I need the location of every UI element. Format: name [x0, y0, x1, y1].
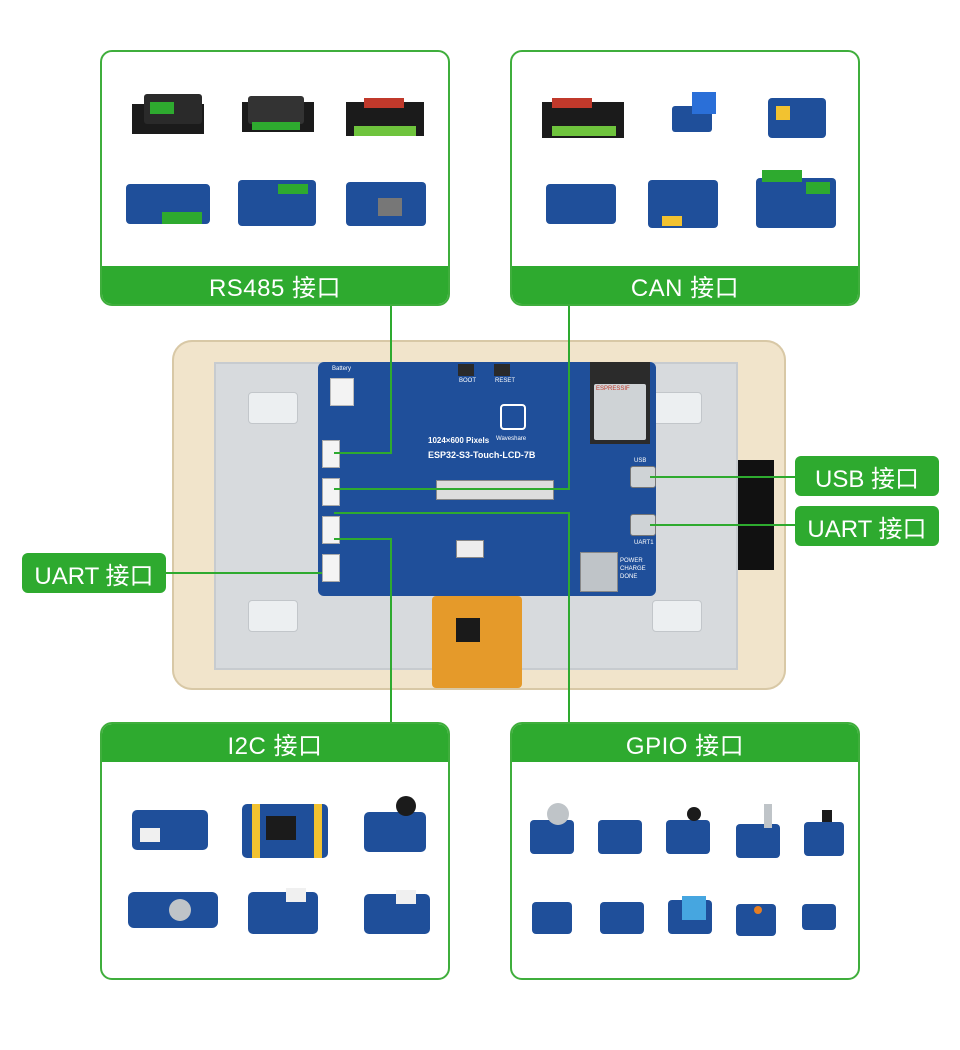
- connector-uart: [322, 554, 340, 582]
- usb-callout: USB 接口: [795, 456, 939, 496]
- i2c-module-5: [248, 888, 318, 934]
- rs485-module-2: [242, 96, 314, 132]
- chip-brand-label: ESPRESSIF: [596, 386, 630, 392]
- rs485-panel: RS485 接口: [100, 50, 450, 306]
- gpio-sensor-2: [598, 820, 642, 854]
- battery-label: Battery: [332, 366, 352, 372]
- i2c-module-1: [132, 810, 208, 850]
- rs485-module-4: [126, 184, 210, 224]
- i2c-line: [390, 538, 392, 724]
- i2c-modules-image: [128, 796, 430, 934]
- connector-can: [322, 478, 340, 506]
- mount-tab: [248, 392, 298, 424]
- i2c-module-3: [364, 796, 426, 852]
- reset-button: [494, 364, 510, 376]
- mount-tab: [652, 600, 702, 632]
- done-label: DONE: [620, 574, 638, 580]
- gpio-panel: GPIO 接口: [510, 722, 860, 980]
- i2c-line: [334, 538, 392, 540]
- gpio-sensor-6: [532, 902, 572, 934]
- rs485-module-5: [238, 180, 316, 226]
- rs485-module-3: [346, 98, 424, 136]
- rs485-module-1: [132, 94, 204, 134]
- can-panel: CAN 接口: [510, 50, 860, 306]
- i2c-panel: I2C 接口: [100, 722, 450, 980]
- power-label: POWER: [620, 558, 643, 564]
- can-module-1: [542, 98, 624, 138]
- uart-right-line: [650, 524, 796, 526]
- uart-right-callout: UART 接口: [795, 506, 939, 546]
- gpio-sensor-8: [668, 896, 712, 934]
- gpio-sensor-4: [736, 804, 780, 858]
- gpio-sensor-7: [600, 902, 644, 934]
- mount-tab: [652, 392, 702, 424]
- gpio-line: [334, 512, 570, 514]
- can-line: [568, 306, 570, 490]
- battery-connector: [330, 378, 354, 406]
- mount-tab: [248, 600, 298, 632]
- gpio-sensor-5: [804, 810, 844, 856]
- uart-port-label: UART1: [634, 540, 654, 546]
- boot-button: [458, 364, 474, 376]
- uart-left-line: [166, 572, 322, 574]
- fpc-connector: [436, 480, 554, 500]
- can-module-6: [756, 170, 836, 228]
- fpc-chip: [456, 618, 480, 642]
- charge-label: CHARGE: [620, 566, 646, 572]
- i2c-module-2: [242, 804, 328, 858]
- usb-port-label: USB: [634, 458, 647, 464]
- fpc-ribbon: [432, 596, 522, 688]
- gpio-label: GPIO 接口: [512, 724, 858, 762]
- can-line: [334, 488, 570, 490]
- gpio-line: [568, 512, 570, 724]
- can-module-3: [768, 98, 826, 138]
- i2c-module-4: [128, 892, 218, 928]
- connector-rs485: [322, 440, 340, 468]
- rs485-modules-image: [126, 94, 426, 226]
- resolution-label: 1024×600 Pixels: [428, 436, 490, 445]
- connector-i2c: [322, 516, 340, 544]
- can-module-5: [648, 180, 718, 228]
- brand-label: Waveshare: [496, 436, 527, 442]
- usb-line: [650, 476, 796, 478]
- uart-left-callout: UART 接口: [22, 553, 166, 593]
- i2c-module-6: [364, 890, 430, 934]
- gpio-sensor-3: [666, 807, 710, 854]
- can-modules-image: [542, 92, 836, 228]
- boot-label: BOOT: [459, 378, 477, 384]
- rs485-label: RS485 接口: [102, 266, 448, 304]
- esp32-shield: [594, 384, 646, 440]
- waveshare-logo: [500, 404, 526, 430]
- rs485-module-6: [346, 182, 426, 226]
- rs485-line: [334, 452, 392, 454]
- reset-label: RESET: [495, 378, 516, 384]
- rs485-line: [390, 306, 392, 454]
- gpio-sensor-1: [530, 803, 574, 854]
- i2c-label: I2C 接口: [102, 724, 448, 762]
- fpc-connector-small: [456, 540, 484, 558]
- gpio-sensor-10: [802, 904, 836, 930]
- gpio-modules-image: [530, 803, 844, 936]
- model-label: ESP32-S3-Touch-LCD-7B: [428, 450, 536, 460]
- sd-card-slot: [580, 552, 618, 592]
- can-label: CAN 接口: [512, 266, 858, 304]
- frame-dark-tab: [738, 460, 774, 570]
- can-module-2: [672, 92, 716, 132]
- gpio-sensor-9: [736, 904, 776, 936]
- can-module-4: [546, 184, 616, 224]
